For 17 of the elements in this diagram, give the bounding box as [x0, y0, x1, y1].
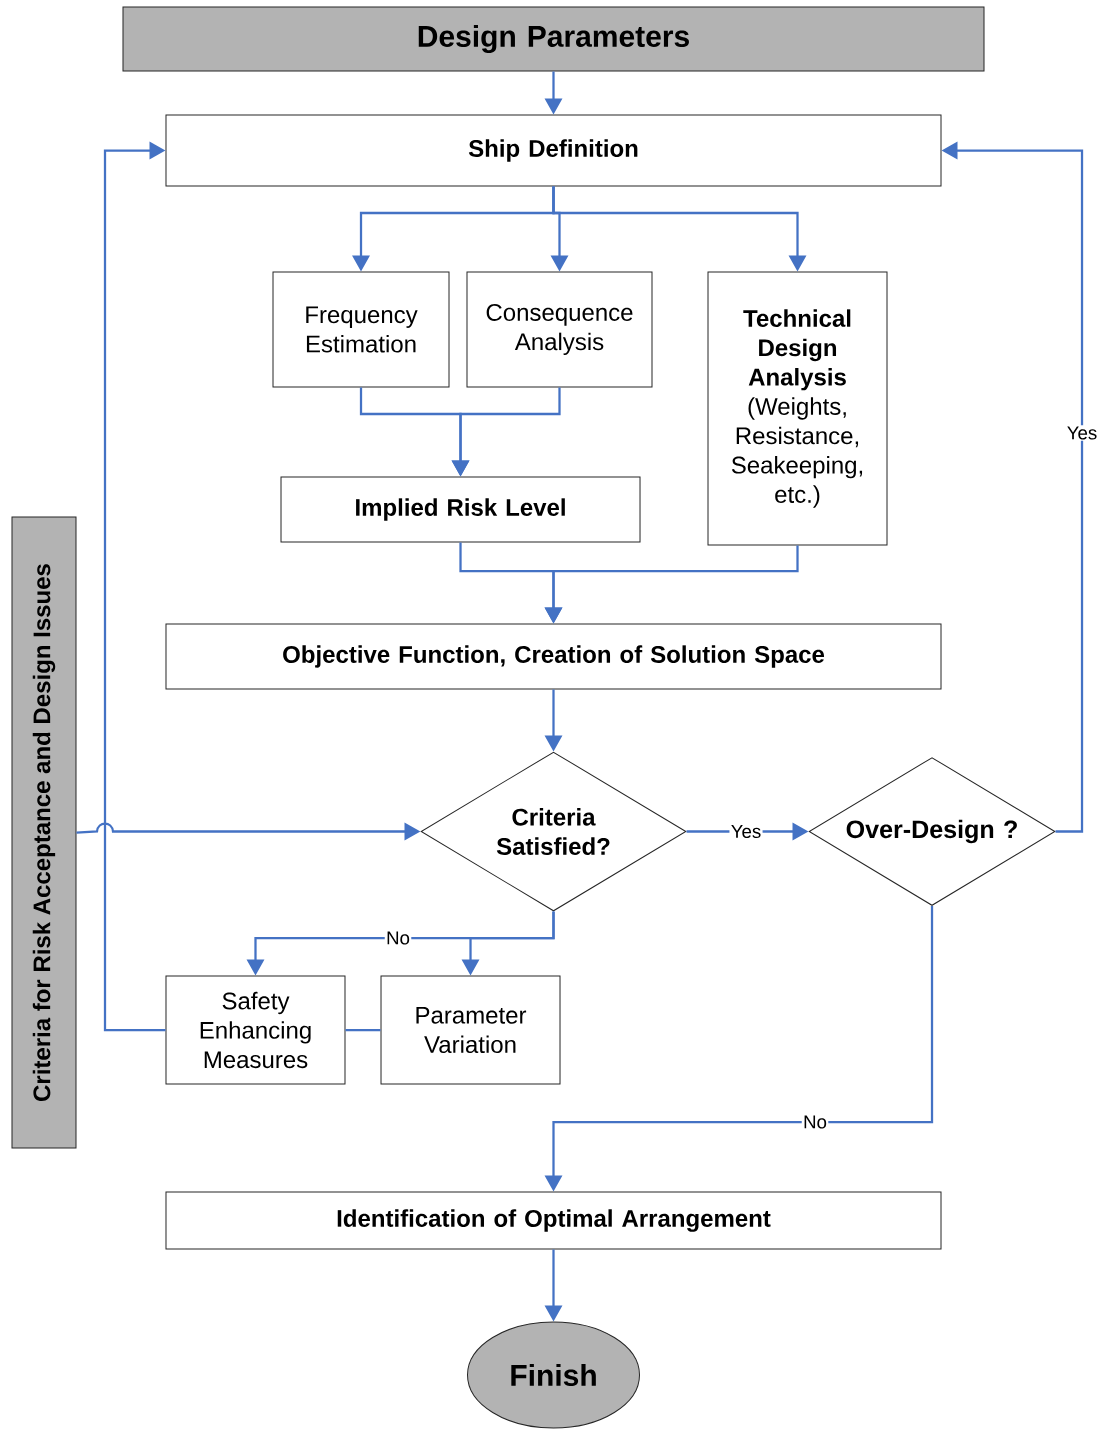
process-box: Consequence Analysis	[466, 271, 653, 388]
edge-label: Yes	[729, 823, 763, 840]
process-box: Ship Definition	[165, 114, 942, 187]
arrow	[103, 141, 166, 1032]
process-box: Objective Function, Creation of Solution Space	[165, 623, 942, 690]
connector-line	[345, 1028, 381, 1032]
process-box: Parameter Variation	[380, 975, 561, 1085]
process-box: Frequency Estimation	[272, 271, 450, 388]
process-box: Safety Enhancing Measures	[165, 975, 346, 1085]
process-box: Identification of Optimal Arrangement	[165, 1191, 942, 1250]
edge-label: Yes	[1065, 425, 1099, 441]
header-box: Design Parameters	[122, 6, 985, 72]
side-band: Criteria for Risk Acceptance and Design Issues	[11, 516, 77, 1149]
edge-label: No	[384, 930, 412, 946]
edge-label: No	[801, 1114, 829, 1130]
process-box: Technical Design Analysis (Weights, Resistance, Seakeeping, etc.)	[707, 271, 888, 546]
process-box: Implied Risk Level	[280, 476, 641, 543]
